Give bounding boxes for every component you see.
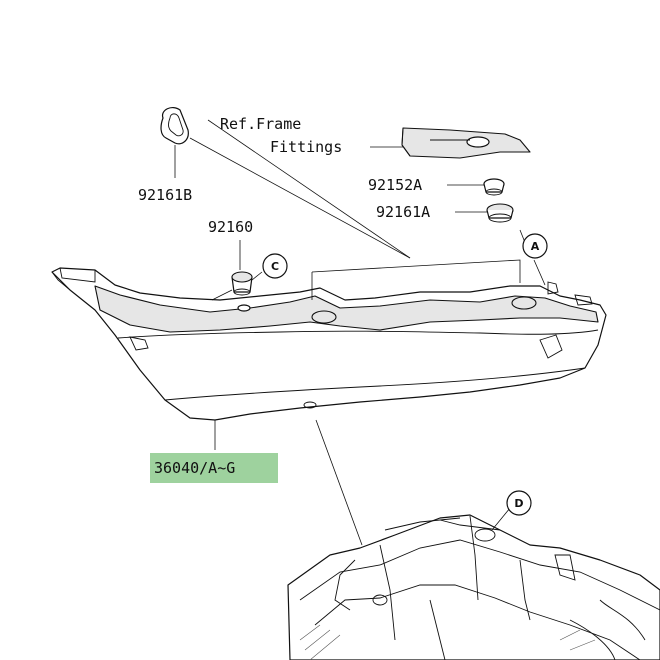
part-number-highlight — [150, 453, 278, 483]
label-92152A: 92152A — [368, 176, 422, 194]
frame-fitting — [401, 127, 531, 159]
side-cover-36040 — [51, 267, 607, 421]
grommet-92152A — [483, 178, 505, 196]
callout-a: A — [522, 233, 548, 259]
label-36040[interactable]: 36040/A~G — [154, 459, 235, 477]
callout-d: D — [506, 490, 532, 516]
label-fittings: Fittings — [270, 138, 342, 156]
label-92160: 92160 — [208, 218, 253, 236]
callout-c: C — [262, 253, 288, 279]
grommet-92161A — [486, 203, 514, 223]
label-ref-frame: Ref.Frame — [220, 115, 301, 133]
svg-text:C: C — [271, 260, 279, 273]
grommet-92161B — [160, 106, 189, 145]
frame-lower-assembly — [287, 514, 660, 660]
label-92161A: 92161A — [376, 203, 430, 221]
grommet-92160 — [231, 271, 253, 296]
svg-text:A: A — [531, 240, 540, 253]
svg-text:D: D — [514, 497, 523, 510]
label-92161B: 92161B — [138, 186, 192, 204]
